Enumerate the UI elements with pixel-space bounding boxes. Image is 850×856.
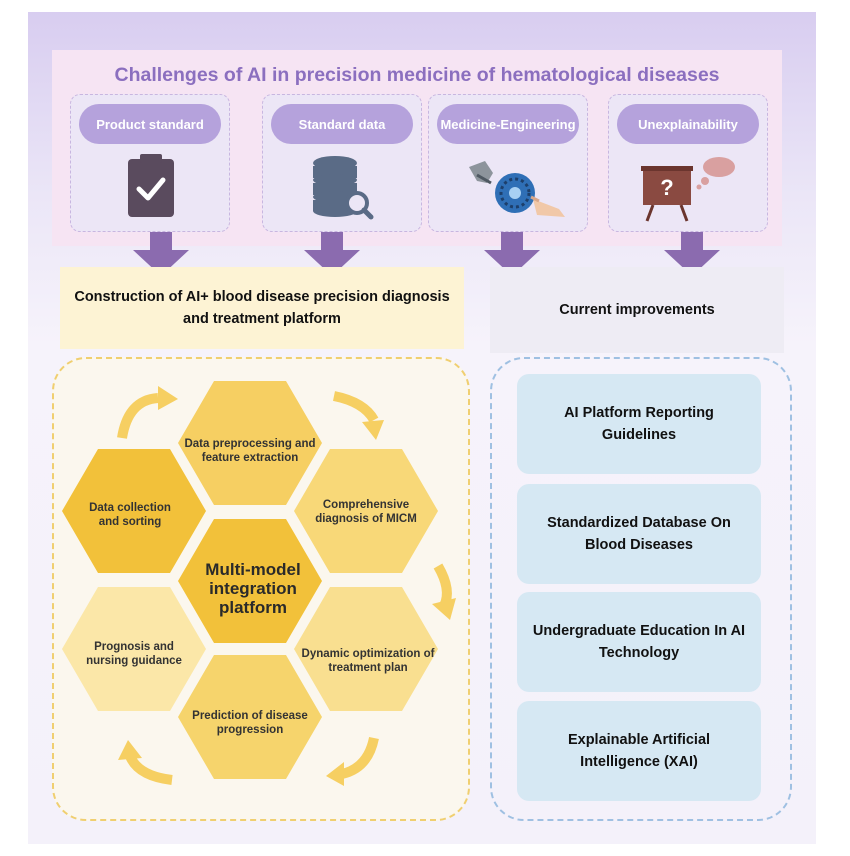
robot-hand-icon xyxy=(469,161,565,217)
challenge-card-unexplainability: Unexplainability ? xyxy=(608,94,768,232)
cycle-arrow-head xyxy=(158,386,178,410)
cycle-arrow-head xyxy=(326,762,344,786)
challenge-label: Product standard xyxy=(79,104,221,144)
challenge-label: Standard data xyxy=(271,104,413,144)
improvement-item: Explainable Artificial Intelligence (XAI… xyxy=(517,701,761,801)
down-arrow xyxy=(133,232,189,276)
database-search-icon xyxy=(313,156,374,220)
platform-center-label: Multi-model integration platform xyxy=(205,560,301,617)
improvement-item: Standardized Database On Blood Diseases xyxy=(517,484,761,584)
step-label: Prognosis and nursing guidance xyxy=(86,641,182,667)
hex-prediction xyxy=(178,655,322,779)
challenge-card-standard-data: Standard data xyxy=(262,94,422,232)
improvements-header: Current improvements xyxy=(490,267,784,353)
cycle-arrow-head xyxy=(432,598,456,620)
diagram-title: Challenges of AI in precision medicine o… xyxy=(114,64,720,86)
step-label: Comprehensive diagnosis of MICM xyxy=(315,499,417,525)
improvement-item: Undergraduate Education In AI Technology xyxy=(517,592,761,692)
step-label: Data preprocessing and feature extractio… xyxy=(184,438,316,464)
challenge-card-medicine-engineering: Medicine-Engineering xyxy=(428,94,588,232)
clipboard-check-icon xyxy=(128,154,174,217)
challenge-card-product-standard: Product standard xyxy=(70,94,230,232)
down-arrow xyxy=(484,232,540,276)
hex-data-preprocessing xyxy=(178,381,322,505)
hex-center xyxy=(178,519,322,643)
down-arrow xyxy=(664,232,720,276)
cycle-arrow xyxy=(117,393,159,439)
hex-data-collection xyxy=(62,449,206,573)
challenge-label: Medicine-Engineering xyxy=(437,104,579,144)
cycle-arrow-head xyxy=(118,740,142,760)
question-board-icon: ? xyxy=(641,157,735,222)
cycle-arrow xyxy=(332,391,379,423)
step-label: Data collection and sorting xyxy=(89,502,171,528)
cycle-arrow-head xyxy=(362,420,384,440)
challenge-label: Unexplainability xyxy=(617,104,759,144)
improvement-item: AI Platform Reporting Guidelines xyxy=(517,374,761,474)
challenges-section: Challenges of AI in precision medicine o… xyxy=(52,50,782,246)
improvements-panel xyxy=(490,357,792,821)
hex-prognosis xyxy=(62,587,206,711)
step-label: Prediction of disease progression xyxy=(192,710,308,736)
step-label: Dynamic optimization of treatment plan xyxy=(301,648,435,674)
construction-box: Construction of AI+ blood disease precis… xyxy=(60,267,464,349)
svg-text:?: ? xyxy=(660,175,673,200)
down-arrow xyxy=(304,232,360,276)
cycle-arrow xyxy=(340,736,379,779)
cycle-arrow xyxy=(433,563,452,609)
cycle-arrow xyxy=(125,753,173,785)
hex-dynamic-optimization xyxy=(294,587,438,711)
hex-comprehensive-diagnosis xyxy=(294,449,438,573)
